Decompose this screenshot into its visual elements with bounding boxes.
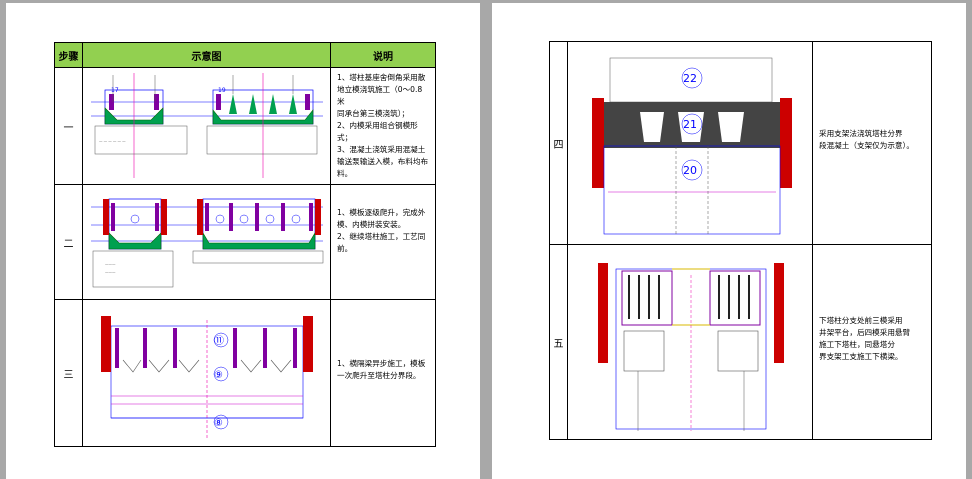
description-line: 输送泵输送入模，布料均布 bbox=[337, 157, 429, 166]
svg-text:———: ——— bbox=[105, 262, 116, 266]
description-line: 同承台第三模浇筑）； bbox=[337, 109, 410, 118]
description-line: 界支架工支施工下横梁。 bbox=[819, 352, 903, 361]
description-line: 1、塔柱基座舍倒角采用散 bbox=[337, 73, 426, 82]
description-line: 1、横隔梁异步施工，模板 bbox=[337, 359, 426, 368]
description-line: 2、内模采用组合钢模形式； bbox=[337, 121, 418, 142]
table-row: 一 17 — — — — — — bbox=[54, 67, 436, 185]
description-line: 地立模浇筑施工（0～0.8 米 bbox=[337, 85, 425, 106]
section-label: ⑪ bbox=[214, 335, 224, 347]
header-step: 步骤 bbox=[54, 42, 83, 68]
diagram-cell: 17 — — — — — — bbox=[82, 67, 331, 185]
description-cell: 下塔柱分支处前三模采用 井架平台，后四模采用悬臂 施工下塔柱，同悬塔分 界支架工… bbox=[812, 244, 932, 440]
description-line: 2、继续塔柱施工，工艺同 bbox=[337, 232, 426, 241]
header-diagram: 示意图 bbox=[82, 42, 331, 68]
section-label: 21 bbox=[683, 118, 697, 131]
diagram-cell: ⑪ ⑨ ⑧ bbox=[82, 299, 331, 447]
table-row: 二 ——— ——— bbox=[54, 184, 436, 300]
dimension-label: 19 bbox=[218, 87, 226, 94]
description-line: 一次爬升至塔柱分界段。 bbox=[337, 371, 421, 380]
svg-text:— — — — — —: — — — — — — bbox=[99, 139, 126, 143]
step-cell: 三 bbox=[54, 299, 83, 447]
description-line: 采用支架法浇筑塔柱分界 bbox=[819, 129, 903, 138]
step3-diagram: ⑪ ⑨ ⑧ bbox=[101, 316, 313, 440]
step5-diagram bbox=[598, 263, 784, 431]
description-line: 段混凝土（支架仅为示意）。 bbox=[819, 141, 914, 150]
diagram-cell: 22 21 20 bbox=[567, 41, 813, 245]
section-label: ⑧ bbox=[214, 418, 223, 429]
description-cell: 1、塔柱基座舍倒角采用散 地立模浇筑施工（0～0.8 米 同承台第三模浇筑）； … bbox=[330, 67, 436, 185]
header-note: 说明 bbox=[330, 42, 436, 68]
construction-steps-table-continued: 四 bbox=[549, 41, 932, 440]
description-line: 料。 bbox=[337, 169, 353, 178]
description-line: 前。 bbox=[337, 244, 353, 253]
step-cell: 四 bbox=[549, 41, 568, 245]
description-line: 模、内模拼装安装。 bbox=[337, 220, 406, 229]
step-cell: 二 bbox=[54, 184, 83, 300]
description-cell: 1、模板逐级爬升，完成外 模、内模拼装安装。 2、继续塔柱施工，工艺同 前。 bbox=[330, 184, 436, 300]
step-cell: 一 bbox=[54, 67, 83, 185]
description-cell: 1、横隔梁异步施工，模板 一次爬升至塔柱分界段。 bbox=[330, 299, 436, 447]
description-cell: 采用支架法浇筑塔柱分界 段混凝土（支架仅为示意）。 bbox=[812, 41, 932, 245]
construction-steps-table: 步骤 示意图 说明 一 17 bbox=[54, 42, 436, 447]
diagram-cell bbox=[567, 244, 813, 440]
svg-text:———: ——— bbox=[105, 270, 116, 274]
description-line: 3、混凝土浇筑采用混凝土 bbox=[337, 145, 426, 154]
description-line: 施工下塔柱，同悬塔分 bbox=[819, 340, 895, 349]
dimension-label: 17 bbox=[111, 87, 119, 94]
step2-diagram: ——— ——— bbox=[91, 198, 324, 288]
section-label: 20 bbox=[683, 164, 697, 177]
step4-diagram: 22 21 20 bbox=[592, 57, 792, 235]
description-line: 1、模板逐级爬升，完成外 bbox=[337, 208, 426, 217]
table-row: 五 bbox=[549, 244, 932, 440]
document-page-left: 步骤 示意图 说明 一 17 bbox=[6, 3, 480, 479]
table-header-row: 步骤 示意图 说明 bbox=[54, 42, 436, 68]
section-label: ⑨ bbox=[214, 370, 223, 381]
document-page-right: 四 bbox=[492, 3, 966, 479]
description-line: 井架平台，后四模采用悬臂 bbox=[819, 328, 911, 337]
table-row: 三 bbox=[54, 299, 436, 447]
step-cell: 五 bbox=[549, 244, 568, 440]
section-label: 22 bbox=[683, 72, 697, 85]
description-line: 下塔柱分支处前三模采用 bbox=[819, 316, 903, 325]
step1-diagram: 17 — — — — — — bbox=[91, 73, 323, 178]
table-row: 四 bbox=[549, 41, 932, 245]
diagram-cell: ——— ——— bbox=[82, 184, 331, 300]
